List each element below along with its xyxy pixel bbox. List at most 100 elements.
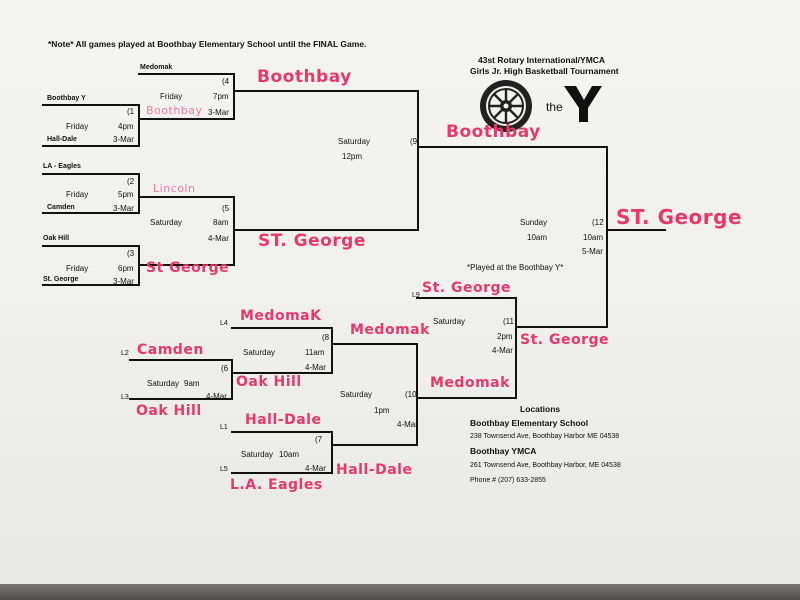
handwritten-g4-winner: Boothbay — [257, 67, 352, 87]
handwritten-g6-winner: Oak Hill — [236, 374, 302, 390]
location-ymca-address: 261 Townsend Ave, Boothbay Harbor, ME 04… — [470, 462, 621, 469]
game6-time: 9am — [184, 379, 200, 388]
seed-l2: L2 — [121, 350, 129, 357]
game12-day: Sunday — [520, 218, 548, 227]
game5-number: (5 — [222, 204, 230, 213]
game8-time: 11am — [305, 348, 325, 357]
line-l5 — [231, 472, 332, 474]
rotary-logo-icon — [480, 80, 532, 132]
game11-day: Saturday — [433, 317, 466, 326]
line-game6 — [231, 359, 233, 400]
handwritten-l9-team: St. George — [422, 280, 511, 296]
game1-time: 4pm — [118, 122, 134, 131]
line-g4-winner — [233, 90, 418, 92]
line-game10 — [416, 343, 418, 446]
handwritten-g3-winner: St George — [146, 260, 230, 276]
ymca-y-logo-icon — [564, 86, 602, 122]
ymca-the-text: the — [546, 100, 563, 114]
team-st-george: St. George — [43, 276, 79, 283]
line-game2 — [138, 173, 140, 214]
game6-date: 4-Mar — [206, 392, 227, 401]
handwritten-g9-winner: Boothbay — [446, 122, 541, 142]
handwritten-g10-winner: Medomak — [430, 375, 510, 391]
line-g8-winner — [331, 343, 417, 345]
game10-number: (10 — [405, 390, 417, 399]
line-g1-winner — [138, 118, 234, 120]
game5-date: 4-Mar — [208, 234, 229, 243]
line-game12 — [606, 146, 608, 328]
line-l1 — [231, 431, 332, 433]
game4-number: (4 — [222, 77, 230, 86]
line-l2 — [129, 359, 232, 361]
background-surface — [0, 584, 800, 600]
game8-date: 4-Mar — [305, 363, 326, 372]
handwritten-l5-team: L.A. Eagles — [230, 477, 323, 493]
game7-day: Saturday — [241, 450, 274, 459]
game10-time: 1pm — [374, 406, 390, 415]
game9-number: (9 — [410, 137, 418, 146]
game11-date: 4-Mar — [492, 346, 513, 355]
line-game11 — [515, 297, 517, 399]
game3-day: Friday — [66, 264, 89, 273]
team-oak-hill: Oak Hill — [43, 235, 70, 242]
line-champion — [606, 229, 666, 231]
line-game1 — [138, 104, 140, 147]
team-boothbay-y: Boothbay Y — [47, 95, 86, 102]
seed-l4: L4 — [220, 320, 228, 327]
line-hall-dale — [42, 145, 139, 147]
team-medomak: Medomak — [140, 64, 173, 71]
handwritten-l4-team: MedomaK — [240, 308, 322, 324]
handwritten-g7-winner: Hall-Dale — [336, 462, 413, 478]
game2-day: Friday — [66, 190, 89, 199]
handwritten-g2-winner: Lincoln — [153, 182, 196, 195]
line-medomak — [138, 73, 234, 75]
game2-date: 3-Mar — [113, 204, 134, 213]
line-camden — [42, 212, 139, 214]
handwritten-l2-team: Camden — [137, 342, 204, 358]
game11-time: 2pm — [497, 332, 513, 341]
game9-time: 12pm — [342, 152, 363, 161]
game3-date: 3-Mar — [113, 277, 134, 286]
game6-day: Saturday — [147, 379, 180, 388]
line-oak-hill — [42, 245, 139, 247]
game1-date: 3-Mar — [113, 135, 134, 144]
game12-date: 5-Mar — [582, 247, 603, 256]
game10-day: Saturday — [340, 390, 373, 399]
line-g5-winner — [233, 229, 418, 231]
locations-heading: Locations — [520, 404, 561, 414]
game10-date: 4-Mar — [397, 420, 418, 429]
location-school-name: Boothbay Elementary School — [470, 418, 589, 428]
line-st-george — [42, 284, 139, 286]
seed-l5: L5 — [220, 466, 228, 473]
seed-l9: L9 — [412, 292, 420, 299]
line-g6-winner — [231, 372, 332, 374]
game4-time: 7pm — [213, 92, 229, 101]
played-at-note: *Played at the Boothbay Y* — [467, 263, 564, 272]
title-line2: Girls Jr. High Basketball Tournament — [470, 66, 619, 76]
game6-number: (6 — [221, 364, 229, 373]
line-g2-winner — [138, 196, 234, 198]
line-g3-winner — [138, 264, 234, 266]
game2-time: 5pm — [118, 190, 134, 199]
handwritten-g11-winner: St. George — [520, 332, 609, 348]
location-phone: Phone # (207) 633-2855 — [470, 477, 546, 484]
game1-number: (1 — [127, 107, 135, 116]
line-game5 — [233, 196, 235, 266]
handwritten-g5-winner: ST. George — [258, 231, 366, 251]
handwritten-l3-team: Oak Hill — [136, 403, 202, 419]
line-game4 — [233, 73, 235, 120]
handwritten-g1-winner: Boothbay — [146, 104, 203, 117]
game8-number: (8 — [322, 333, 330, 342]
line-l3 — [129, 398, 232, 400]
game3-time: 6pm — [118, 264, 134, 273]
game5-time: 8am — [213, 218, 229, 227]
line-boothbay-y — [42, 104, 139, 106]
note-text: *Note* All games played at Boothbay Elem… — [48, 39, 367, 49]
line-g11-winner — [515, 326, 608, 328]
game7-time: 10am — [279, 450, 300, 459]
team-la-eagles: LA - Eagles — [43, 163, 81, 170]
game12-time2: 10am — [583, 233, 604, 242]
line-game9 — [417, 90, 419, 231]
team-camden: Camden — [47, 204, 75, 211]
